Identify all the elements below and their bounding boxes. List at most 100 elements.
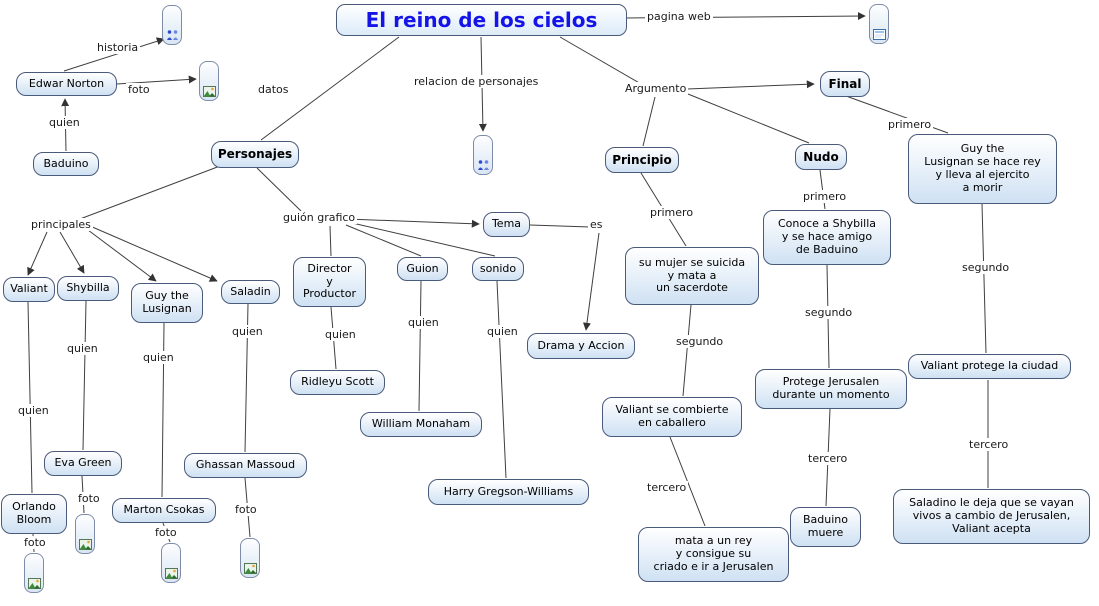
edge-tema-es (529, 224, 591, 228)
edge-guiongrafico-sonido (347, 221, 496, 257)
concept-node-tema[interactable]: Tema (483, 212, 530, 237)
link-label-datos[interactable]: datos (256, 83, 291, 96)
edge-shybilla-eva (82, 300, 87, 451)
edge-personajes-principales (71, 165, 221, 223)
concept-node-guy-the-lusignan[interactable]: Guy the Lusignan (131, 283, 203, 323)
concept-node-baduino-muere[interactable]: Baduino muere (790, 507, 861, 547)
link-label-es[interactable]: es (588, 218, 605, 231)
concept-node-guy-se-hace-rey[interactable]: Guy the Lusignan se hace rey y lleva al … (908, 134, 1057, 204)
concept-node-director-y-productor[interactable]: Director y Productor (293, 257, 366, 307)
link-label-guion-grafico[interactable]: guión grafico (281, 211, 358, 224)
edge-argumento-final (686, 80, 815, 90)
concept-node-ghassan-massoud[interactable]: Ghassan Massoud (184, 453, 307, 478)
image-icon (202, 86, 216, 97)
edge-principales-valiant (27, 231, 48, 276)
concept-node-eva-green[interactable]: Eva Green (44, 451, 122, 476)
concept-node-personajes[interactable]: Personajes (211, 141, 299, 168)
resource-icon-foto-marton[interactable] (161, 543, 181, 583)
link-label-segundo-final[interactable]: segundo (960, 261, 1012, 274)
link-label-segundo-nudo[interactable]: segundo (803, 306, 855, 319)
concept-node-marton-csokas[interactable]: Marton Csokas (112, 498, 216, 523)
edge-guiongrafico-director (329, 225, 332, 257)
edge-guion-william (418, 280, 422, 412)
edge-argumento-principio (642, 96, 656, 147)
concept-node-valiant-caballero[interactable]: Valiant se combierte en caballero (602, 397, 742, 437)
edge-personajes-guiongrafico (256, 167, 302, 212)
resource-icon-relacion-personajes[interactable] (473, 135, 493, 175)
link-label-relacion-de-personajes[interactable]: relacion de personajes (412, 75, 541, 88)
concept-node-nudo[interactable]: Nudo (795, 144, 847, 170)
edge-principales-saladin (89, 225, 218, 282)
link-label-historia[interactable]: historia (95, 41, 141, 54)
image-icon (164, 568, 178, 579)
webpage-icon (872, 29, 886, 40)
concept-node-final[interactable]: Final (820, 71, 870, 97)
image-icon (27, 578, 41, 589)
edge-valiant-orlando (27, 301, 33, 494)
edge-principales-shybilla (59, 231, 85, 274)
concept-node-drama-y-accion[interactable]: Drama y Accion (527, 333, 635, 359)
concept-node-baduino[interactable]: Baduino (33, 152, 99, 176)
concept-node-ridleyu-scott[interactable]: Ridleyu Scott (290, 370, 385, 395)
concept-node-conoce-a-shybilla[interactable]: Conoce a Shybilla y se hace amigo de Bad… (763, 210, 891, 265)
concept-node-sonido[interactable]: sonido (472, 257, 524, 281)
link-label-foto-ghassan[interactable]: foto (233, 503, 259, 516)
edge-guiongrafico-guion (345, 224, 422, 257)
edge-title-personajes (260, 36, 400, 141)
link-label-quien-guy[interactable]: quien (141, 351, 176, 364)
link-label-tercero-nudo[interactable]: tercero (806, 452, 850, 465)
link-label-foto-eva[interactable]: foto (76, 492, 102, 505)
concept-node-protege-jerusalen[interactable]: Protege Jerusalen durante un momento (755, 369, 907, 409)
link-label-quien-director[interactable]: quien (323, 328, 358, 341)
concept-node-saladin[interactable]: Saladin (221, 280, 280, 304)
link-label-quien-baduino[interactable]: quien (47, 116, 82, 129)
link-label-quien-guion[interactable]: quien (406, 316, 441, 329)
concept-node-shybilla[interactable]: Shybilla (57, 276, 119, 301)
main-topic-node[interactable]: El reino de los cielos (336, 4, 627, 36)
image-icon (78, 539, 92, 550)
concept-node-valiant-protege-ciudad[interactable]: Valiant protege la ciudad (908, 354, 1071, 379)
link-label-argumento[interactable]: Argumento (623, 82, 689, 95)
resource-icon-foto-eva[interactable] (75, 514, 95, 554)
concept-node-orlando-bloom[interactable]: Orlando Bloom (1, 494, 67, 534)
concept-node-edwar-norton[interactable]: Edwar Norton (16, 72, 117, 96)
concept-node-harry-gregson-williams[interactable]: Harry Gregson-Williams (428, 479, 589, 505)
link-label-quien-saladin[interactable]: quien (230, 325, 265, 338)
concept-node-valiant[interactable]: Valiant (3, 277, 55, 302)
concept-node-mujer-se-suicida[interactable]: su mujer se suicida y mata a un sacerdot… (625, 247, 759, 305)
people-icon (166, 30, 178, 40)
resource-icon-foto-orlando[interactable] (24, 553, 44, 593)
edge-sonido-harry (496, 280, 507, 479)
link-label-quien-shybilla[interactable]: quien (65, 342, 100, 355)
resource-icon-foto-edwar[interactable] (199, 61, 219, 101)
link-label-foto-marton[interactable]: foto (153, 526, 179, 539)
link-label-pagina-web[interactable]: pagina web (645, 10, 713, 23)
edge-argumento-nudo (687, 93, 810, 144)
link-label-primero-nudo[interactable]: primero (801, 190, 849, 203)
link-label-segundo-principio[interactable]: segundo (674, 335, 726, 348)
concept-node-saladino-deja[interactable]: Saladino le deja que se vayan vivos a ca… (893, 489, 1090, 544)
link-label-primero-principio[interactable]: primero (648, 206, 696, 219)
link-label-quien-sonido[interactable]: quien (485, 325, 520, 338)
link-label-tercero-final[interactable]: tercero (967, 438, 1011, 451)
concept-node-mata-a-un-rey[interactable]: mata a un rey y consigue su criado e ir … (638, 527, 789, 582)
link-label-quien-valiant[interactable]: quien (16, 404, 51, 417)
resource-icon-historia[interactable] (162, 5, 182, 45)
edge-title-argumento (559, 36, 649, 89)
concept-node-guion[interactable]: Guion (397, 257, 448, 281)
edge-es-drama (582, 232, 600, 331)
resource-icon-pagina-web[interactable] (869, 4, 889, 44)
image-icon (243, 563, 257, 574)
link-label-principales[interactable]: principales (29, 218, 93, 231)
edge-guiongrafico-tema (346, 218, 480, 228)
concept-node-principio[interactable]: Principio (605, 147, 679, 173)
concept-node-william-monaham[interactable]: William Monaham (360, 412, 482, 437)
resource-icon-foto-ghassan[interactable] (240, 538, 260, 578)
link-label-tercero-principio[interactable]: tercero (645, 481, 689, 494)
link-label-primero-final[interactable]: primero (886, 118, 934, 131)
edge-guyrey-valiantprotege (981, 203, 987, 354)
link-label-foto-orlando[interactable]: foto (22, 536, 48, 549)
link-label-foto-edwar[interactable]: foto (126, 83, 152, 96)
